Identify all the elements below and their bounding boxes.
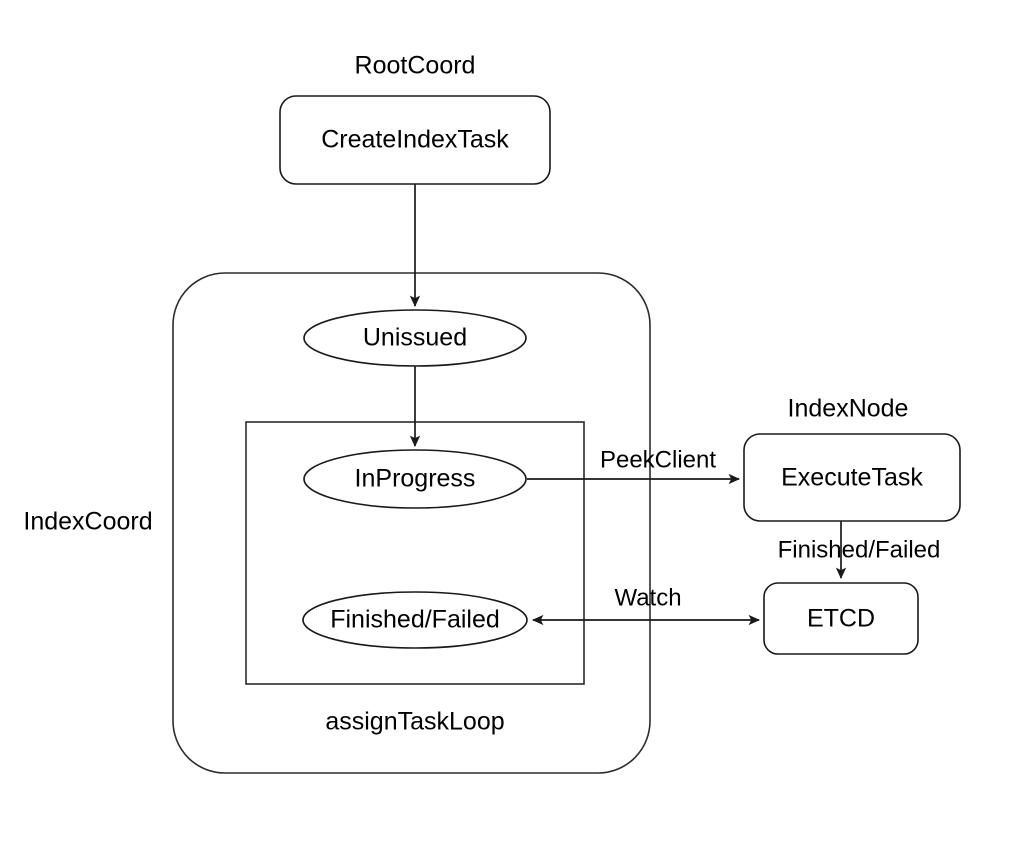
edge-label-finished-failed: Finished/Failed xyxy=(778,536,941,563)
group-label-root-coord: RootCoord xyxy=(355,52,476,80)
node-label-create-index-task: CreateIndexTask xyxy=(321,126,509,154)
node-create-index-task[interactable]: CreateIndexTask xyxy=(279,95,551,185)
node-label-execute-task: ExecuteTask xyxy=(781,464,923,492)
edge-label-peek-client: PeekClient xyxy=(600,446,716,473)
node-create-index-task-shape xyxy=(279,95,551,185)
edge-label-watch: Watch xyxy=(614,584,681,611)
node-finished-failed[interactable]: Finished/Failed xyxy=(302,591,528,649)
node-label-finished-failed: Finished/Failed xyxy=(330,606,500,634)
node-unissued-shape xyxy=(303,309,527,367)
group-label-assign-task-loop: assignTaskLoop xyxy=(325,708,504,736)
node-in-progress[interactable]: InProgress xyxy=(303,449,527,509)
group-index-coord-container xyxy=(172,272,651,774)
node-finished-failed-shape xyxy=(302,591,528,649)
node-execute-task-shape xyxy=(743,433,961,522)
group-label-index-node: IndexNode xyxy=(788,395,909,423)
node-label-unissued: Unissued xyxy=(363,324,467,352)
node-label-etcd: ETCD xyxy=(807,605,875,633)
node-etcd[interactable]: ETCD xyxy=(763,582,919,655)
node-execute-task[interactable]: ExecuteTask xyxy=(743,433,961,522)
node-unissued[interactable]: Unissued xyxy=(303,309,527,367)
node-in-progress-shape xyxy=(303,449,527,509)
group-label-index-coord: IndexCoord xyxy=(23,508,152,536)
node-label-in-progress: InProgress xyxy=(355,465,476,493)
node-etcd-shape xyxy=(763,582,919,655)
